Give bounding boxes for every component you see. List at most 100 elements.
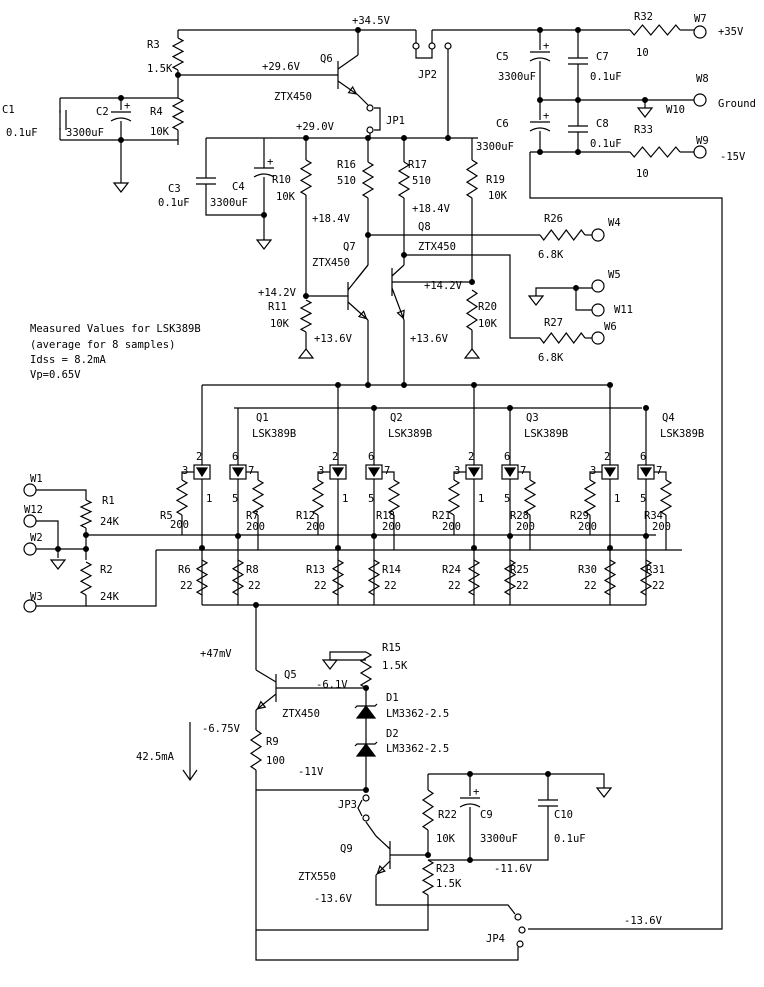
r6-value: 22 (180, 580, 193, 592)
gate-res-b-1 (251, 479, 265, 516)
pin-label: 5 (504, 493, 510, 505)
w5-name: W5 (608, 269, 621, 281)
svg-text:+: + (473, 786, 479, 798)
r17-value: 510 (412, 175, 431, 187)
junction-dot (401, 382, 408, 389)
r12-value: 200 (306, 521, 325, 533)
q5-part: ZTX450 (282, 708, 320, 720)
r20-ref: R20 (478, 301, 497, 313)
r32-resistor (629, 24, 681, 36)
wire (428, 773, 605, 788)
junction-dot (335, 382, 342, 389)
gate-res-a-4 (583, 479, 597, 516)
c6-capacitor: + (529, 110, 551, 132)
current-label: 42.5mA (136, 751, 175, 763)
pin-label: 1 (478, 493, 484, 505)
w9-label: -15V (720, 151, 746, 163)
w7-terminal (693, 25, 707, 39)
c2-capacitor: + (110, 100, 132, 122)
r11-ground-icon (297, 348, 315, 359)
jp3-pin-b (362, 814, 370, 822)
junction-dot (261, 212, 268, 219)
r3-resistor (171, 37, 185, 71)
r26-resistor (539, 229, 586, 241)
d1-part: LM3362-2.5 (386, 708, 449, 720)
r24-ref: R24 (442, 564, 461, 576)
w11-name: W11 (614, 304, 633, 316)
src-res-b-3 (503, 559, 517, 596)
d2-part: LM3362-2.5 (386, 743, 449, 755)
wire (36, 489, 87, 500)
c4-ground-icon (255, 239, 273, 250)
junction-dot (235, 532, 242, 539)
wire (255, 790, 429, 931)
wire (36, 595, 87, 607)
c3-capacitor (196, 177, 216, 185)
components: + + + + + (23, 24, 707, 948)
w11-terminal (591, 303, 605, 317)
r34-value: 200 (652, 521, 671, 533)
r27-resistor (539, 332, 586, 344)
rail-14-2v-right: +14.2V (424, 280, 463, 292)
rail-14-2v-left: +14.2V (258, 287, 297, 299)
jfet-b-4 (637, 464, 655, 480)
r6-ref: R6 (178, 564, 191, 576)
d1-zener (354, 703, 378, 719)
gate-res-b-4 (659, 479, 673, 516)
jp4-pin-a (514, 913, 522, 921)
junction-dot (365, 232, 372, 239)
pin-label: 2 (468, 451, 474, 463)
svg-text:+: + (267, 156, 273, 168)
r15-value: 1.5K (382, 660, 408, 672)
junction-dot (371, 532, 378, 539)
rail-29-6v: +29.6V (262, 61, 301, 73)
q7-ref: Q7 (343, 241, 356, 253)
jp3-pin-a (362, 794, 370, 802)
c5-ref: C5 (496, 51, 509, 63)
junction-dot (641, 96, 648, 103)
r18-ref: R18 (376, 510, 395, 522)
c7-capacitor (568, 57, 588, 65)
q4-ref: Q4 (662, 412, 675, 424)
src-res-a-3 (467, 559, 481, 596)
r21-value: 200 (442, 521, 461, 533)
w8-label: Ground (718, 98, 756, 110)
junction-dot (371, 405, 378, 412)
jp2-pin-c (444, 42, 452, 50)
c7-ref: C7 (596, 51, 609, 63)
r27-ref: R27 (544, 317, 563, 329)
junction-dot (606, 382, 613, 389)
wire (415, 49, 433, 59)
svg-text:+: + (543, 40, 549, 52)
pin-label: 5 (640, 493, 646, 505)
r5-value: 200 (170, 519, 189, 531)
q9-part: ZTX550 (298, 871, 336, 883)
c6-value: 3300uF (476, 141, 514, 153)
wire (317, 471, 328, 480)
junction-dot (303, 293, 310, 300)
r31-ref: R31 (646, 564, 665, 576)
w3-name: W3 (30, 591, 43, 603)
q2-part: LSK389B (388, 428, 432, 440)
r14-value: 22 (384, 580, 397, 592)
pin-label: 1 (206, 493, 212, 505)
q5-transistor (255, 669, 277, 711)
r31-value: 22 (652, 580, 665, 592)
c8-value: 0.1uF (590, 138, 622, 150)
junction-dot (365, 382, 372, 389)
r13-ref: R13 (306, 564, 325, 576)
c2-value: 3300uF (66, 127, 104, 139)
r24-value: 22 (448, 580, 461, 592)
wire (428, 904, 516, 915)
c4-ref: C4 (232, 181, 245, 193)
r15-ref: R15 (382, 642, 401, 654)
jfet-a-1 (193, 464, 211, 480)
gate-res-b-2 (387, 479, 401, 516)
r19-ref: R19 (486, 174, 505, 186)
jp1-label: JP1 (386, 115, 405, 127)
junction-dot (401, 135, 408, 142)
rail-47mv: +47mV (200, 648, 232, 660)
r17-resistor (397, 161, 411, 199)
junction-dot (303, 135, 310, 142)
